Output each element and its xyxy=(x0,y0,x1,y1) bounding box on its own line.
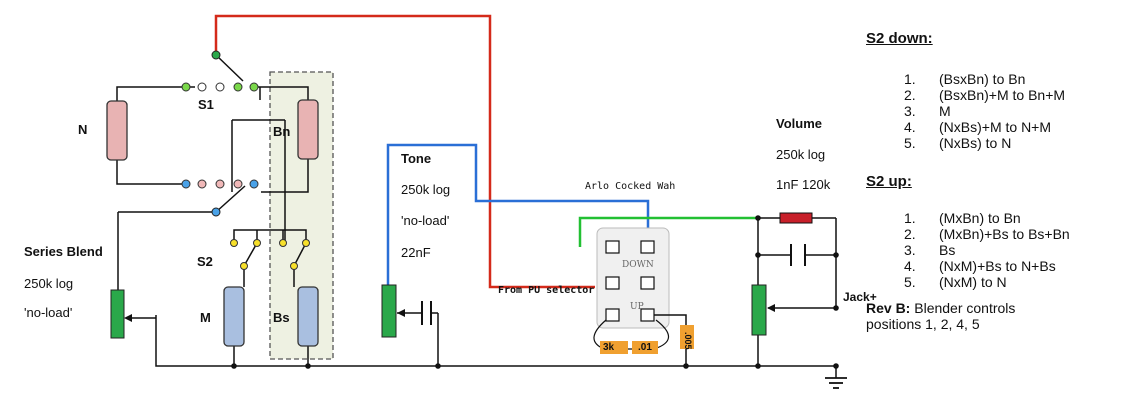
label-s2: S2 xyxy=(197,254,213,269)
blend-wiper-arrow xyxy=(124,314,132,322)
rev-note-line1: Blender controls xyxy=(910,300,1016,316)
list-item: 3.Bs xyxy=(904,242,956,258)
volume-pot xyxy=(751,284,767,336)
s2-down-list: 1.(BsxBn) to Bn 2.(BsxBn)+M to Bn+M 3.M … xyxy=(866,71,1128,151)
switch-positions-panel: S2 down: 1.(BsxBn) to Bn 2.(BsxBn)+M to … xyxy=(866,30,1128,332)
label-3k: 3k xyxy=(603,342,615,353)
s1-terminal xyxy=(197,179,207,189)
label-tone-note: 'no-load' xyxy=(401,213,450,228)
junction xyxy=(755,252,761,258)
wah-terminal xyxy=(640,240,655,254)
label-m: M xyxy=(200,310,211,325)
s2-terminal xyxy=(279,239,287,247)
label-s1: S1 xyxy=(198,97,214,112)
pickup-m xyxy=(223,286,245,347)
junction xyxy=(833,252,839,258)
label-bs: Bs xyxy=(273,310,290,325)
tone-wire xyxy=(386,143,650,285)
resistor-3k xyxy=(600,341,628,354)
cap-005 xyxy=(680,325,694,349)
label-005: .005 xyxy=(683,332,693,350)
list-item: 2.(BsxBn)+M to Bn+M xyxy=(904,87,1066,103)
ground-symbol xyxy=(825,377,847,389)
pickup-bs xyxy=(297,286,319,347)
list-item: 1.(BsxBn) to Bn xyxy=(904,71,1026,87)
s1-terminal xyxy=(215,179,225,189)
s2-up-list: 1.(MxBn) to Bn 2.(MxBn)+Bs to Bs+Bn 3.Bs… xyxy=(866,210,1128,290)
list-item: 3.M xyxy=(904,103,951,119)
wah-terminal xyxy=(605,240,620,254)
list-item: 5.(NxM) to N xyxy=(904,274,1007,290)
s1-pivot xyxy=(211,207,221,217)
junction xyxy=(755,363,761,369)
s2-terminal xyxy=(240,262,248,270)
list-item: 4.(NxM)+Bs to N+Bs xyxy=(904,258,1056,274)
label-from-pu: From PU selector xyxy=(498,285,595,296)
label-01: .01 xyxy=(638,342,652,353)
label-tone-value: 250k log xyxy=(401,182,451,197)
wah-terminal xyxy=(640,276,655,290)
label-blend-note: 'no-load' xyxy=(24,305,73,320)
label-tone: Tone xyxy=(401,151,432,166)
list-item: 4.(NxBs)+M to N+M xyxy=(904,119,1052,135)
s2-up-title: S2 up: xyxy=(866,173,912,190)
label-bn: Bn xyxy=(273,124,291,139)
pickup-bn xyxy=(297,99,319,160)
label-volume-rc: 1nF 120k xyxy=(776,177,831,192)
s1-terminal xyxy=(233,179,243,189)
list-item: 1.(MxBn) to Bn xyxy=(904,210,1021,226)
list-item: 2.(MxBn)+Bs to Bs+Bn xyxy=(904,226,1070,242)
wah-arc-wire xyxy=(593,319,670,350)
label-wah: Arlo Cocked Wah xyxy=(585,181,676,192)
list-item: 5.(NxBs) to N xyxy=(904,135,1012,151)
black-wires xyxy=(116,54,837,378)
volume-wiper-arrow xyxy=(767,304,775,312)
s2-terminal xyxy=(253,239,261,247)
label-n: N xyxy=(78,122,88,137)
rev-note-line2: positions 1, 2, 4, 5 xyxy=(866,316,980,332)
cap-01 xyxy=(632,341,658,354)
blend-pot xyxy=(110,289,125,339)
s2-terminal xyxy=(230,239,238,247)
tone-pot xyxy=(381,284,397,338)
wah-terminal xyxy=(605,276,620,290)
wah-terminal xyxy=(605,308,620,322)
s1-terminal xyxy=(197,82,207,92)
label-volume: Volume xyxy=(776,116,822,131)
s1-terminal xyxy=(215,82,225,92)
volume-resistor xyxy=(779,212,813,224)
junction xyxy=(755,215,761,221)
wah-wire xyxy=(578,216,758,247)
s2-down-title: S2 down: xyxy=(866,30,933,47)
junction xyxy=(231,363,237,369)
junction xyxy=(305,363,311,369)
label-series-blend: Series Blend xyxy=(24,244,103,259)
wah-up-text: UP xyxy=(630,302,644,312)
hot-wire xyxy=(214,14,595,289)
junction xyxy=(833,305,839,311)
label-blend-value: 250k log xyxy=(24,276,74,291)
junction xyxy=(683,363,689,369)
label-jack: Jack+ xyxy=(843,290,877,304)
rev-note-bold: Rev B: xyxy=(866,300,911,316)
s2-terminal xyxy=(302,239,310,247)
s2-terminal xyxy=(290,262,298,270)
label-volume-value: 250k log xyxy=(776,147,826,162)
junction xyxy=(435,363,441,369)
label-tone-cap: 22nF xyxy=(401,245,431,260)
rev-note: Rev B: Blender controls positions 1, 2, … xyxy=(866,300,1128,332)
wah-terminal xyxy=(640,308,655,322)
pickup-n xyxy=(106,100,128,161)
s1-terminal xyxy=(181,179,191,189)
s1-terminal xyxy=(233,82,243,92)
s1-terminal xyxy=(249,179,259,189)
s1-terminal xyxy=(249,82,259,92)
tone-wiper-arrow xyxy=(397,309,405,317)
junction xyxy=(833,363,839,369)
wah-down-text: DOWN xyxy=(622,260,654,270)
s1-pivot xyxy=(211,50,221,60)
s1-terminal xyxy=(181,82,191,92)
